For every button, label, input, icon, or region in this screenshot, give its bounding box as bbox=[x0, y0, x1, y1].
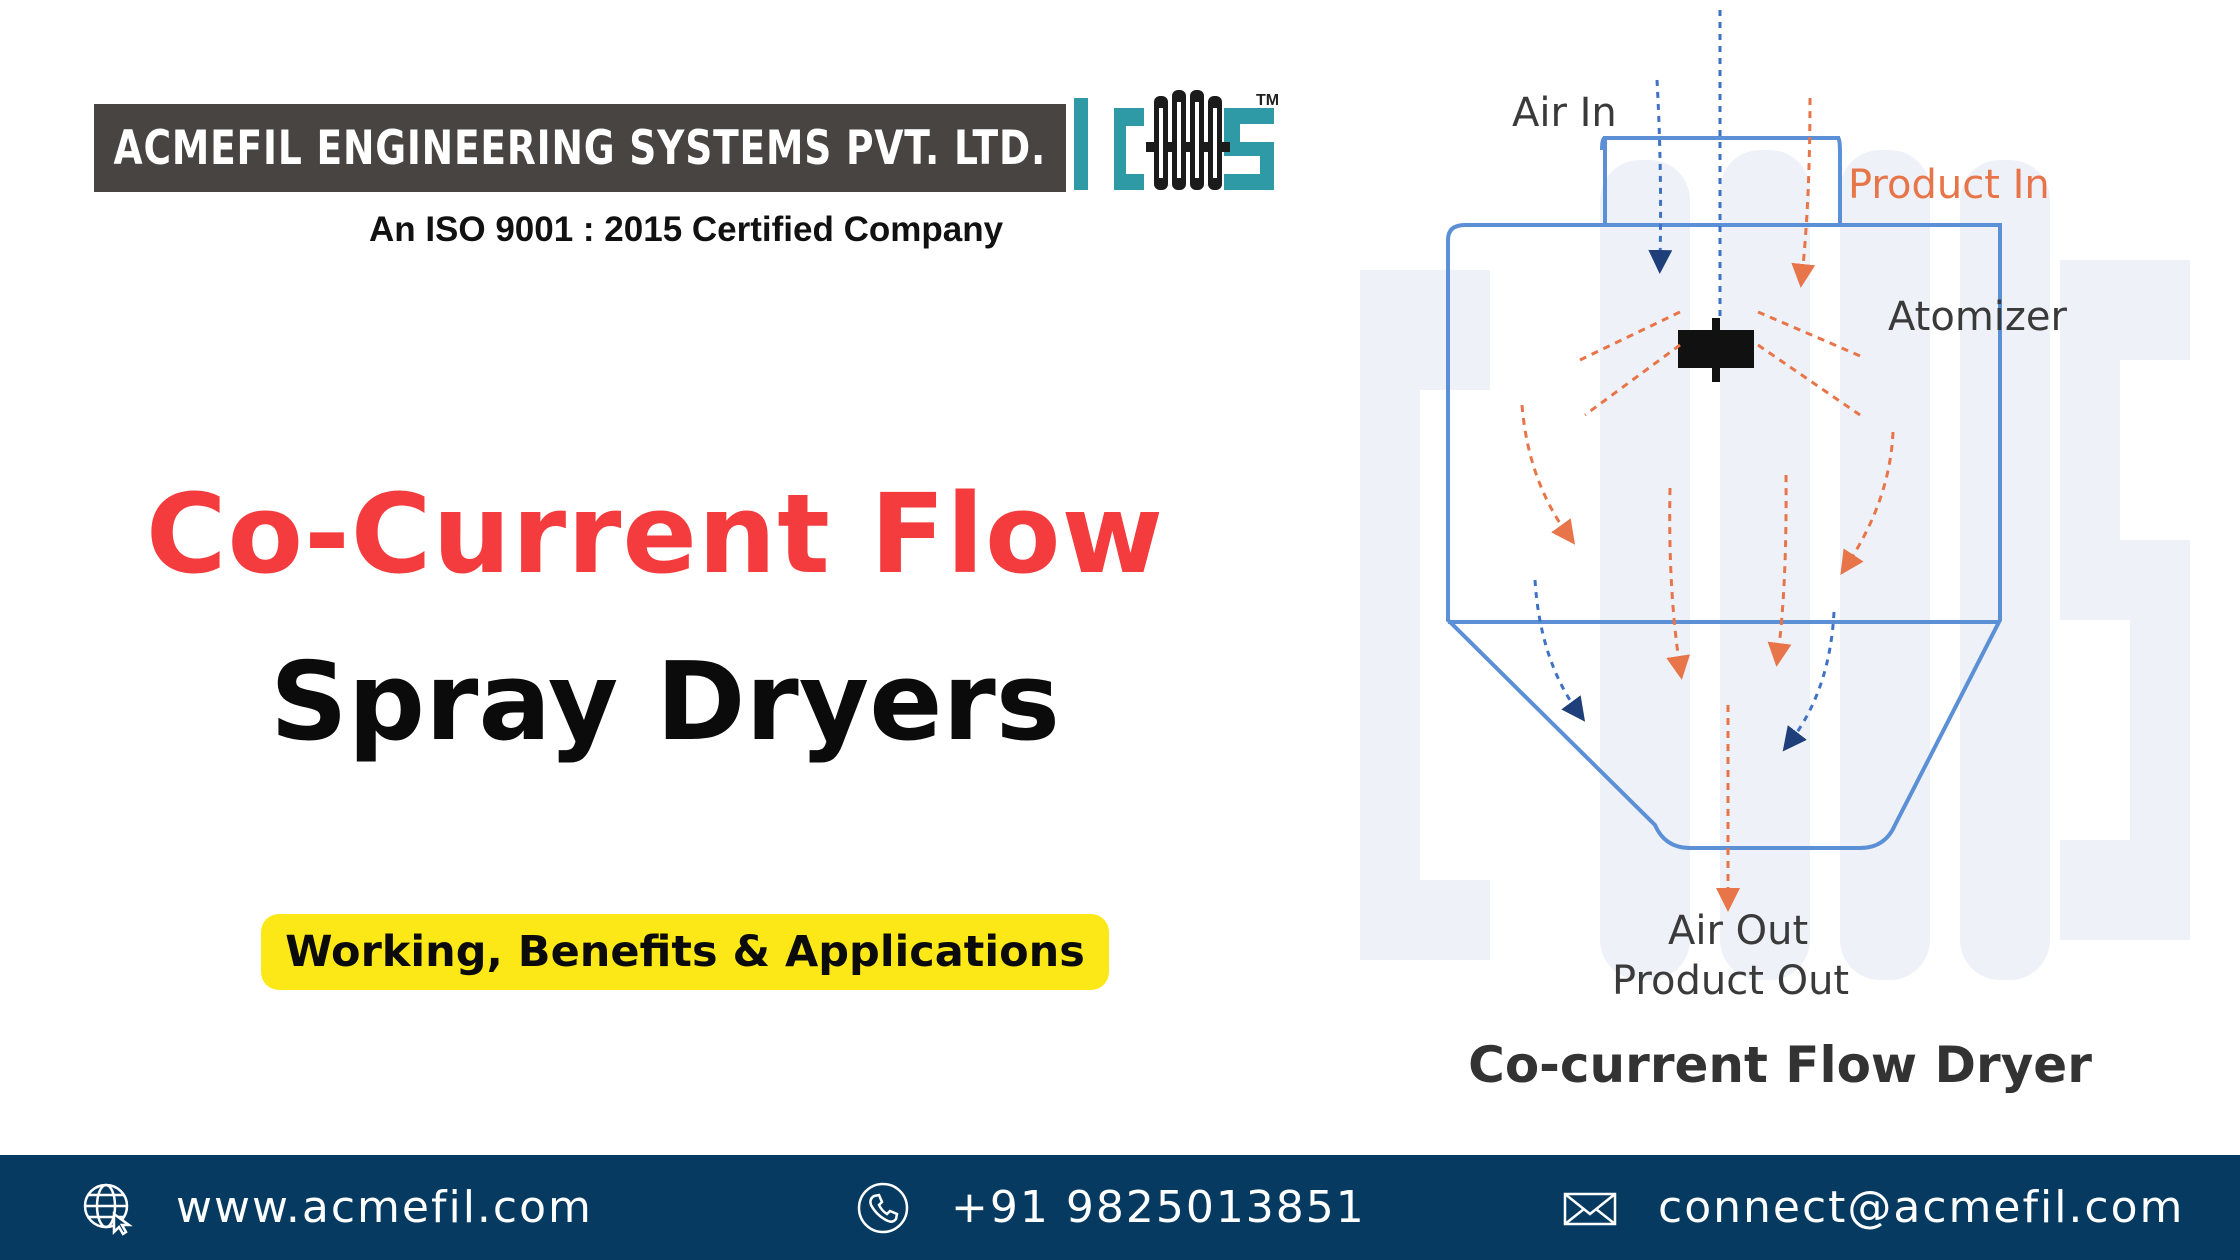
diagram-caption: Co-current Flow Dryer bbox=[1468, 1036, 2092, 1094]
footer-email[interactable]: connect@acmefil.com bbox=[1562, 1155, 2184, 1260]
envelope-icon bbox=[1563, 1192, 1617, 1225]
atomizer-nozzle bbox=[1678, 318, 1754, 382]
label-atomizer: Atomizer bbox=[1888, 294, 2067, 340]
title-line-2: Spray Dryers bbox=[269, 640, 1060, 765]
subtitle-pill: Working, Benefits & Applications bbox=[261, 914, 1109, 990]
footer-website[interactable]: www.acmefil.com bbox=[80, 1155, 593, 1260]
company-name: ACMEFIL ENGINEERING SYSTEMS PVT. LTD. bbox=[113, 120, 1047, 176]
contact-footer: www.acmefil.com +91 9825013851 connect@a… bbox=[0, 1155, 2240, 1260]
trademark-mark: TM bbox=[1256, 92, 1280, 109]
iso-certification: An ISO 9001 : 2015 Certified Company bbox=[368, 210, 1004, 249]
phone-icon bbox=[857, 1182, 909, 1233]
email-address[interactable]: connect@acmefil.com bbox=[1658, 1182, 2185, 1233]
dryer-vessel bbox=[1446, 136, 2002, 850]
watermark-logo bbox=[1360, 150, 2190, 980]
company-name-banner: ACMEFIL ENGINEERING SYSTEMS PVT. LTD. bbox=[94, 104, 1066, 192]
title-line-1: Co-Current Flow bbox=[145, 470, 1165, 598]
label-air-in: Air In bbox=[1512, 90, 1617, 136]
subtitle-text: Working, Benefits & Applications bbox=[285, 927, 1085, 977]
website-link[interactable]: www.acmefil.com bbox=[176, 1182, 593, 1233]
phone-number[interactable]: +91 9825013851 bbox=[951, 1182, 1366, 1233]
footer-phone[interactable]: +91 9825013851 bbox=[855, 1155, 1366, 1260]
label-product-out: Product Out bbox=[1612, 958, 1850, 1004]
globe-icon bbox=[83, 1183, 133, 1236]
label-product-in: Product In bbox=[1848, 162, 2050, 208]
spray-dryer-diagram bbox=[1360, 10, 2190, 980]
company-logo bbox=[1074, 90, 1274, 190]
label-air-out: Air Out bbox=[1668, 908, 1809, 954]
